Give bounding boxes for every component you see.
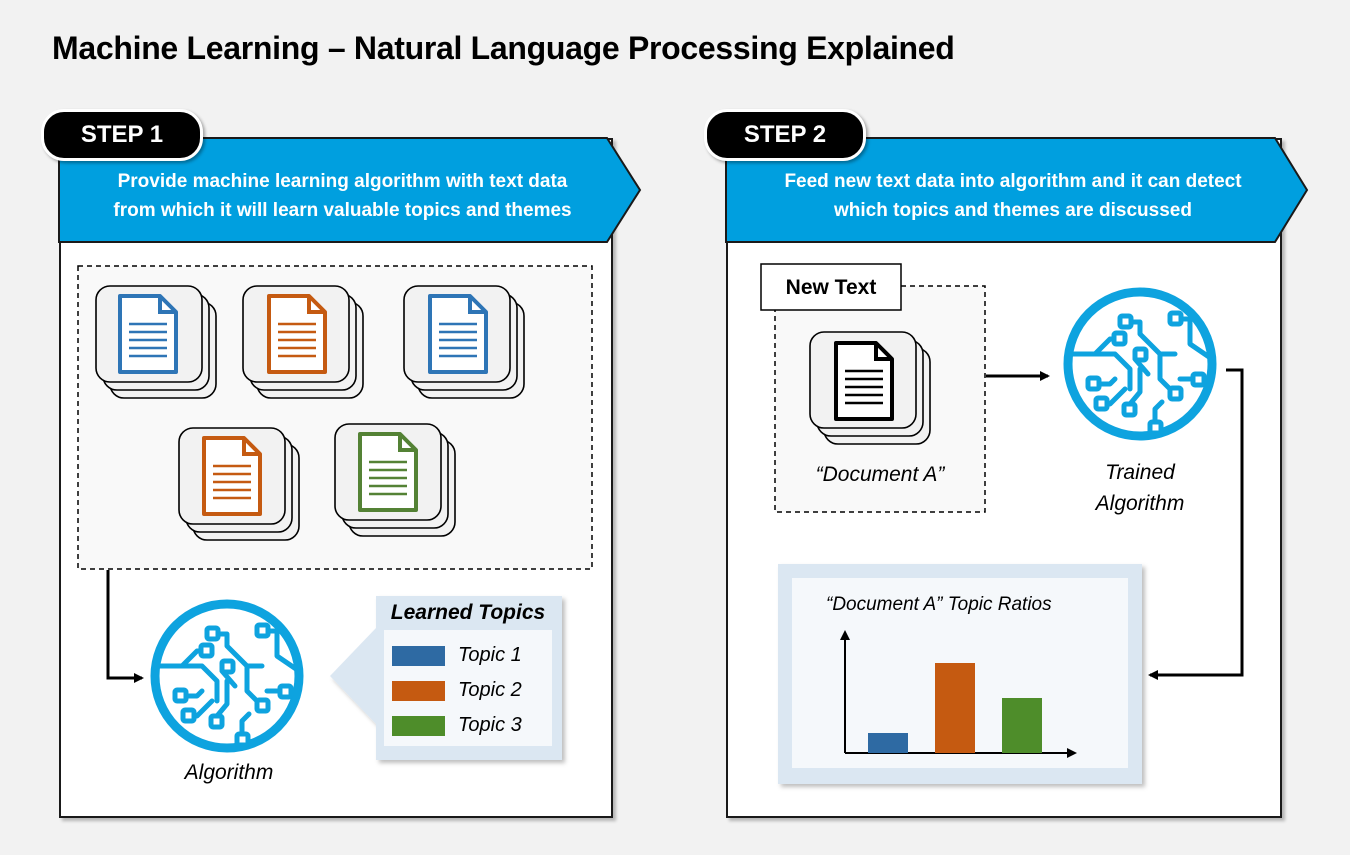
topic-swatch — [392, 645, 445, 666]
chart-bar-topic-1 — [868, 733, 908, 753]
step1-badge: STEP 1 — [41, 109, 203, 161]
step2-banner-line1: Feed new text data into algorithm and it… — [784, 171, 1242, 192]
document-a-label: “Document A” — [815, 463, 945, 486]
document-icon — [267, 294, 327, 374]
step2-banner — [725, 137, 1309, 243]
algorithm-label: Algorithm — [184, 761, 274, 784]
step2-banner-text: Feed new text data into algorithm and it… — [735, 167, 1291, 225]
document-icon — [428, 294, 488, 374]
trained-label-line1: Trained — [1105, 461, 1175, 484]
topic-label: Topic 3 — [458, 714, 522, 736]
chart-bar-topic-3 — [1002, 698, 1042, 753]
step2-banner-line2: which topics and themes are discussed — [834, 200, 1192, 221]
topic-swatch — [392, 680, 445, 701]
topic-legend-item: Topic 3 — [392, 708, 552, 743]
document-stack-orange-1 — [242, 285, 364, 399]
topic-legend-item: Topic 1 — [392, 638, 552, 673]
trained-algorithm-brain-icon — [1068, 292, 1212, 436]
trained-algorithm-label: Trained Algorithm — [1055, 457, 1225, 519]
topic-label: Topic 2 — [458, 679, 522, 701]
step1-banner — [58, 137, 642, 243]
document-icon — [834, 341, 894, 421]
connector-arrow-to-algorithm — [106, 570, 144, 683]
document-stack-blue-1 — [95, 285, 217, 399]
topic-label: Topic 1 — [458, 644, 522, 666]
learned-topics-list: Topic 1 Topic 2 Topic 3 — [392, 638, 552, 743]
chart-title: “Document A” Topic Ratios — [826, 594, 1052, 615]
step1-banner-line2: from which it will learn valuable topics… — [113, 200, 572, 221]
new-text-label: New Text — [785, 276, 877, 299]
new-text-tab — [760, 263, 902, 311]
connector-arrow-to-chart — [1148, 368, 1244, 680]
chart-bar-topic-2 — [935, 663, 975, 753]
document-icon — [202, 436, 262, 516]
document-stack-green — [334, 423, 456, 537]
document-icon — [118, 294, 178, 374]
algorithm-brain-icon — [155, 604, 299, 748]
learned-topics-title: Learned Topics — [390, 601, 546, 624]
document-stack-orange-2 — [178, 427, 300, 541]
step1-banner-line1: Provide machine learning algorithm with … — [117, 171, 568, 192]
document-icon — [358, 432, 418, 512]
document-a-stack — [809, 331, 931, 445]
document-stack-blue-2 — [403, 285, 525, 399]
topic-swatch — [392, 715, 445, 736]
step2-badge: STEP 2 — [704, 109, 866, 161]
chart-bars — [868, 663, 1042, 753]
trained-label-line2: Algorithm — [1095, 492, 1185, 515]
page-title: Machine Learning – Natural Language Proc… — [52, 30, 955, 66]
topic-legend-item: Topic 2 — [392, 673, 552, 708]
step1-banner-text: Provide machine learning algorithm with … — [70, 167, 615, 225]
